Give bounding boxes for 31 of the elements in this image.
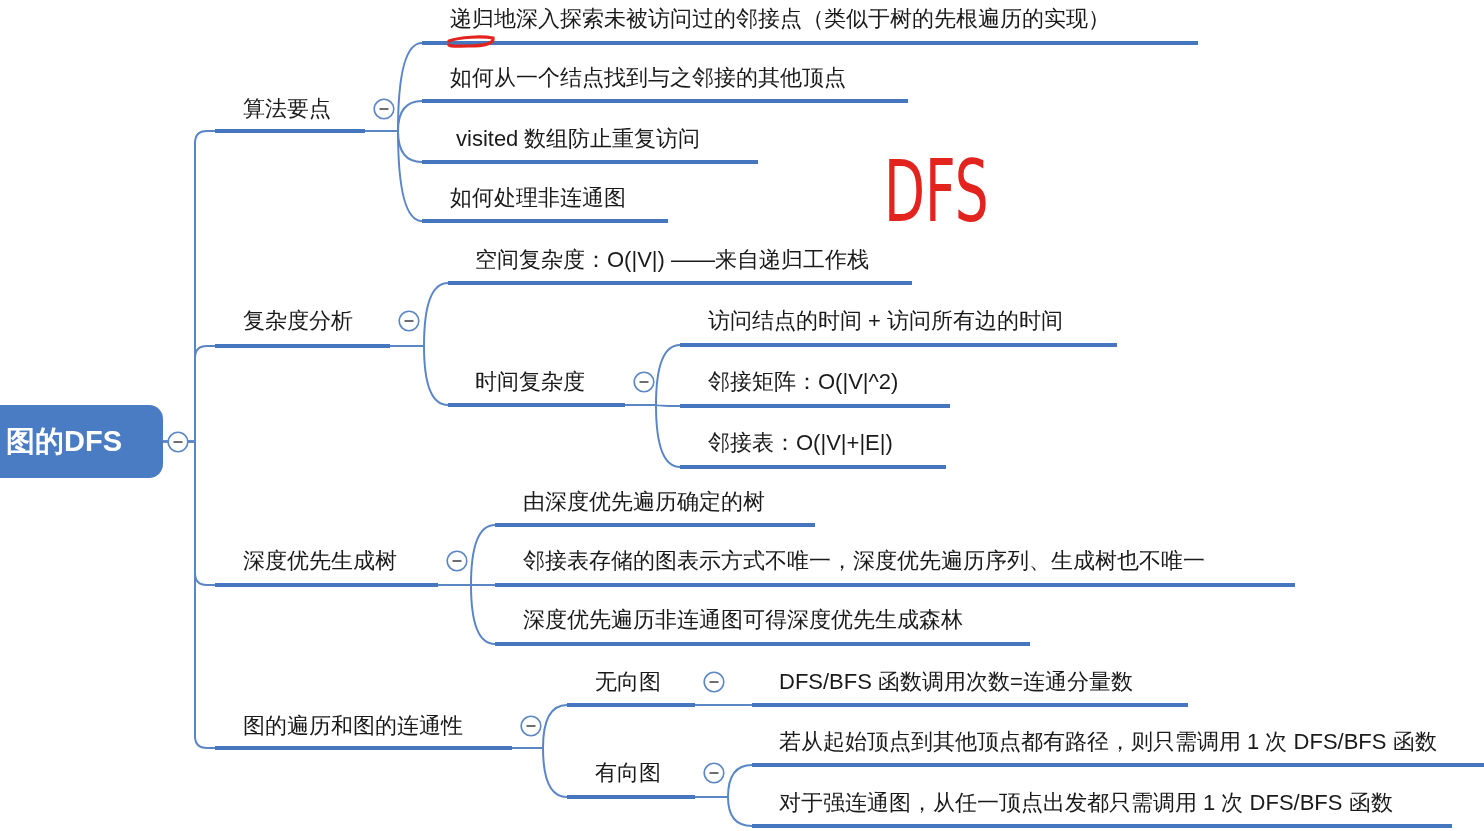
underlined-topic: 访问结点的时间 + 访问所有边的时间 [680, 306, 1117, 347]
underlined-topic: 由深度优先遍历确定的树 [495, 487, 815, 527]
underlined-topic: 空间复杂度：O(|V|) ——来自递归工作栈 [448, 245, 912, 285]
branch-line [389, 345, 449, 406]
underlined-topic: visited 数组防止重复访问 [422, 124, 758, 164]
underlined-topic: 如何处理非连通图 [422, 183, 668, 223]
underlined-topic: DFS/BFS 函数调用次数=连通分量数 [752, 667, 1188, 707]
underlined-topic: 图的遍历和图的连通性 [215, 711, 512, 750]
underlined-topic: 邻接表存储的图表示方式不唯一，深度优先遍历序列、生成树也不唯一 [495, 546, 1295, 587]
underlined-topic: 深度优先生成树 [215, 546, 438, 587]
branch-line [437, 584, 496, 645]
branch-line [511, 747, 568, 798]
underlined-topic: 时间复杂度 [448, 367, 625, 407]
branch-line [694, 796, 753, 827]
underlined-topic: 有向图 [567, 758, 695, 799]
underlined-topic: 如何从一个结点找到与之邻接的其他顶点 [422, 63, 908, 103]
underlined-topic: 复杂度分析 [215, 306, 390, 348]
underlined-topic: 无向图 [567, 667, 695, 707]
underlined-topic: 若从起始顶点到其他顶点都有路径，则只需调用 1 次 DFS/BFS 函数 [752, 727, 1484, 767]
branch-line [162, 440, 216, 749]
underlined-topic: 邻接表：O(|V|+|E|) [680, 428, 946, 469]
branch-line [694, 704, 753, 706]
underlined-topic: 邻接矩阵：O(|V|^2) [680, 367, 950, 408]
underlined-topic: 对于强连通图，从任一顶点出发都只需调用 1 次 DFS/BFS 函数 [752, 788, 1452, 828]
underlined-topic: 算法要点 [215, 94, 365, 133]
handwritten-note: DFS [884, 148, 989, 234]
underlined-topic: 递归地深入探索未被访问过的邻接点（类似于树的先根遍历的实现） [422, 4, 1198, 45]
underlined-topic: 深度优先遍历非连通图可得深度优先生成森林 [495, 605, 1030, 646]
branch-line [364, 130, 423, 222]
branch-line [624, 404, 681, 468]
central-topic: 图的DFS [0, 405, 163, 478]
